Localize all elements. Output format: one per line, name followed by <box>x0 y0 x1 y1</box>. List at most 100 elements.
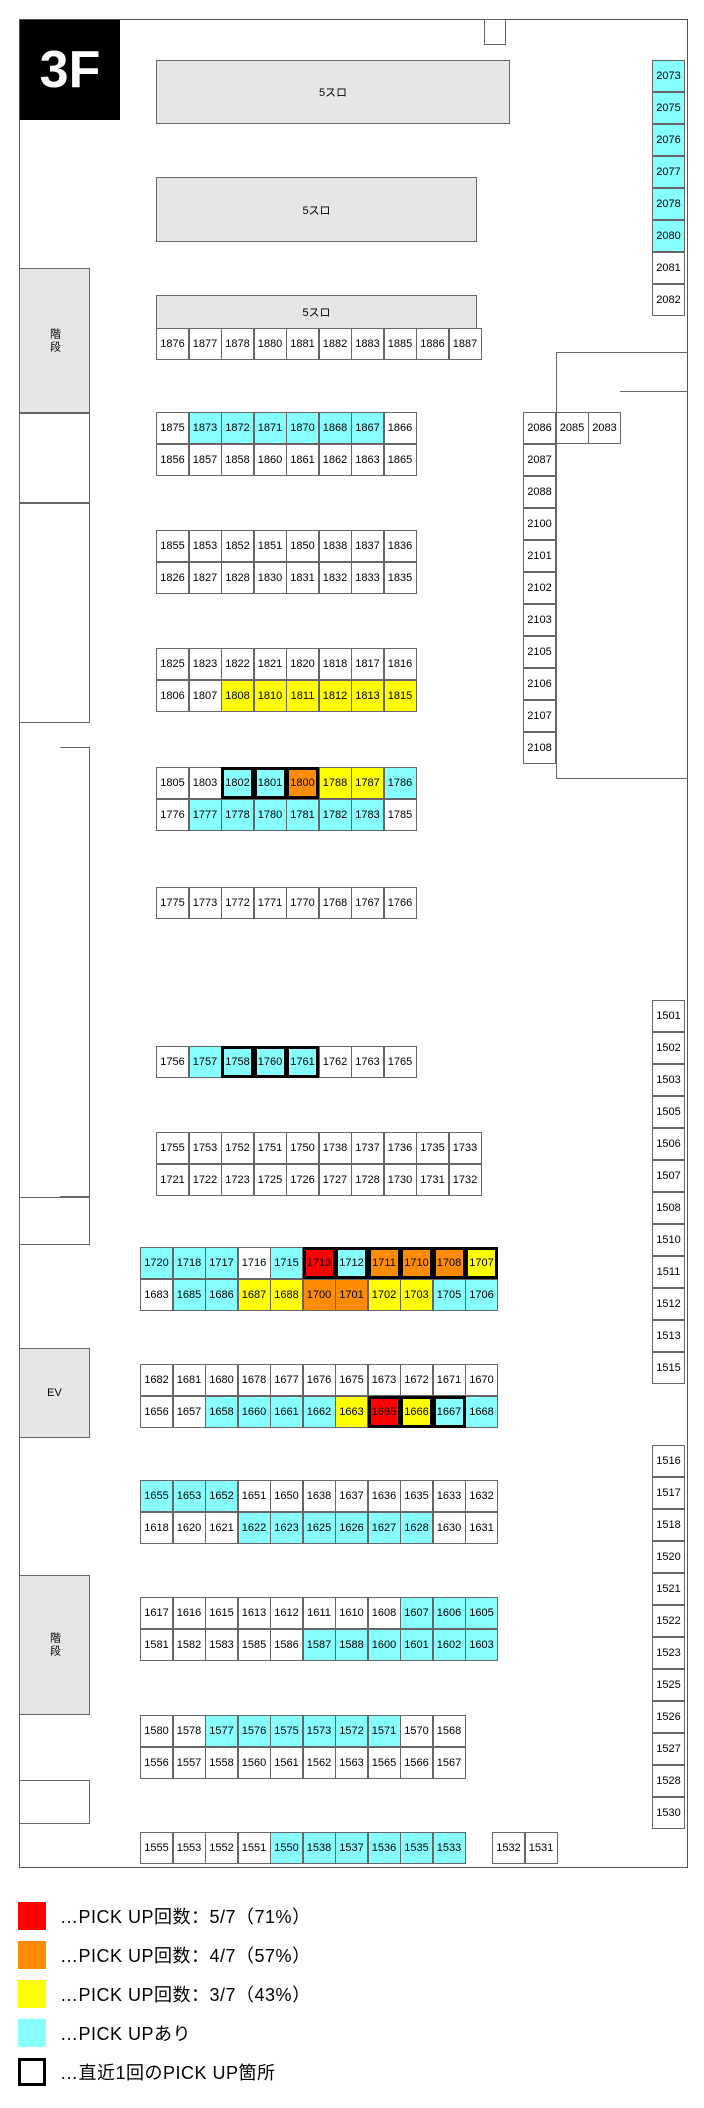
machine-2078: 2078 <box>652 188 685 220</box>
machine-1758: 1758 <box>221 1046 254 1078</box>
machine-1577: 1577 <box>205 1715 238 1747</box>
machine-1552: 1552 <box>205 1832 238 1864</box>
legend-swatch-cyan <box>18 2019 46 2047</box>
left-room-2 <box>19 503 90 723</box>
machine-1872: 1872 <box>221 412 254 444</box>
machine-1682: 1682 <box>140 1364 173 1396</box>
machine-1780: 1780 <box>253 799 287 831</box>
machine-1578: 1578 <box>172 1715 206 1747</box>
machine-1708: 1708 <box>432 1247 466 1279</box>
legend-item-red: …PICK UP回数：5/7（71%） <box>18 1900 311 1932</box>
machine-1868: 1868 <box>318 412 352 444</box>
machine-1562: 1562 <box>302 1747 336 1779</box>
machine-2100: 2100 <box>523 508 556 540</box>
machine-1881: 1881 <box>286 328 319 360</box>
machine-1768: 1768 <box>318 887 352 919</box>
machine-1867: 1867 <box>351 412 384 444</box>
machine-1667: 1667 <box>432 1396 466 1428</box>
machine-1773: 1773 <box>188 887 222 919</box>
machine-2073: 2073 <box>652 60 685 92</box>
machine-1655: 1655 <box>140 1480 173 1512</box>
floor-outline <box>19 19 688 1868</box>
slot5-area-1: 5スロ <box>156 60 510 124</box>
machine-1851: 1851 <box>253 530 287 562</box>
machine-1880: 1880 <box>253 328 287 360</box>
machine-1777: 1777 <box>188 799 222 831</box>
machine-1572: 1572 <box>335 1715 368 1747</box>
legend-swatch-outline <box>18 2058 46 2086</box>
machine-1762: 1762 <box>318 1046 352 1078</box>
machine-1516: 1516 <box>652 1445 685 1477</box>
machine-1885: 1885 <box>383 328 417 360</box>
machine-2101: 2101 <box>523 540 556 572</box>
machine-1628: 1628 <box>400 1512 433 1544</box>
machine-1870: 1870 <box>286 412 319 444</box>
machine-1661: 1661 <box>270 1396 303 1428</box>
machine-1726: 1726 <box>286 1164 319 1196</box>
machine-1660: 1660 <box>237 1396 271 1428</box>
machine-1673: 1673 <box>367 1364 401 1396</box>
machine-1875: 1875 <box>156 412 189 444</box>
machine-1570: 1570 <box>400 1715 433 1747</box>
machine-1650: 1650 <box>270 1480 303 1512</box>
machine-1607: 1607 <box>400 1597 433 1629</box>
machine-1601: 1601 <box>400 1629 433 1661</box>
machine-1802: 1802 <box>221 767 254 799</box>
legend-item-outline: …直近1回のPICK UP箇所 <box>18 2056 276 2088</box>
machine-1505: 1505 <box>652 1096 685 1128</box>
machine-1508: 1508 <box>652 1192 685 1224</box>
machine-1638: 1638 <box>302 1480 336 1512</box>
machine-1700: 1700 <box>302 1279 336 1311</box>
machine-1617: 1617 <box>140 1597 173 1629</box>
machine-1858: 1858 <box>221 444 254 476</box>
machine-1805: 1805 <box>156 767 189 799</box>
machine-1605: 1605 <box>465 1597 498 1629</box>
machine-1886: 1886 <box>416 328 449 360</box>
machine-1760: 1760 <box>253 1046 287 1078</box>
machine-1637: 1637 <box>335 1480 368 1512</box>
machine-1788: 1788 <box>318 767 352 799</box>
machine-2082: 2082 <box>652 284 685 316</box>
machine-1761: 1761 <box>286 1046 319 1078</box>
legend-swatch-orange <box>18 1941 46 1969</box>
machine-1738: 1738 <box>318 1132 352 1164</box>
machine-1703: 1703 <box>400 1279 433 1311</box>
machine-1701: 1701 <box>335 1279 368 1311</box>
machine-1721: 1721 <box>156 1164 189 1196</box>
machine-1752: 1752 <box>221 1132 254 1164</box>
machine-1825: 1825 <box>156 648 189 680</box>
machine-1587: 1587 <box>302 1629 336 1661</box>
machine-1727: 1727 <box>318 1164 352 1196</box>
machine-1575: 1575 <box>270 1715 303 1747</box>
machine-1608: 1608 <box>367 1597 401 1629</box>
legend-item-yellow: …PICK UP回数：3/7（43%） <box>18 1978 311 2010</box>
machine-1772: 1772 <box>221 887 254 919</box>
machine-1876: 1876 <box>156 328 189 360</box>
machine-1567: 1567 <box>432 1747 466 1779</box>
machine-1663: 1663 <box>335 1396 368 1428</box>
ev-area: EV <box>19 1348 90 1438</box>
machine-1623: 1623 <box>270 1512 303 1544</box>
machine-1501: 1501 <box>652 1000 685 1032</box>
machine-2108: 2108 <box>523 732 556 764</box>
machine-1555: 1555 <box>140 1832 173 1864</box>
machine-1511: 1511 <box>652 1256 685 1288</box>
machine-1857: 1857 <box>188 444 222 476</box>
machine-1512: 1512 <box>652 1288 685 1320</box>
machine-1705: 1705 <box>432 1279 466 1311</box>
left-room-3 <box>60 747 90 1197</box>
machine-1855: 1855 <box>156 530 189 562</box>
machine-1630: 1630 <box>432 1512 466 1544</box>
machine-2085: 2085 <box>555 412 589 444</box>
machine-1586: 1586 <box>270 1629 303 1661</box>
machine-1826: 1826 <box>156 562 189 594</box>
machine-1722: 1722 <box>188 1164 222 1196</box>
machine-1657: 1657 <box>172 1396 206 1428</box>
slot5-area-3: 5スロ <box>156 295 477 329</box>
legend-text: …PICK UP回数：3/7（43%） <box>60 1985 311 2005</box>
area-label: 階段 <box>48 327 61 354</box>
machine-2086: 2086 <box>523 412 556 444</box>
machine-1537: 1537 <box>335 1832 368 1864</box>
machine-1557: 1557 <box>172 1747 206 1779</box>
machine-1620: 1620 <box>172 1512 206 1544</box>
